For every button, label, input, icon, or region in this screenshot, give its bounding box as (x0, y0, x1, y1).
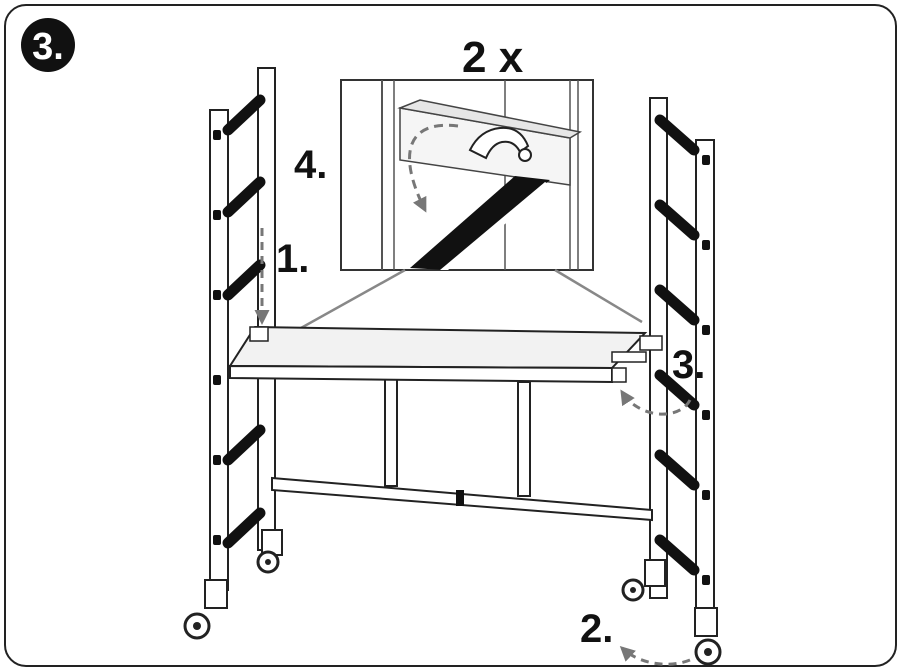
step-3-label: 3. (672, 343, 705, 387)
support-post (384, 377, 398, 487)
step-badge: 3. (21, 18, 75, 72)
left-ladder-frame (183, 67, 283, 640)
step-badge-label: 3. (32, 26, 64, 68)
right-ladder-frame (621, 97, 722, 666)
lower-crossbar (271, 476, 653, 522)
step-2-arrow (619, 645, 691, 666)
support-post (517, 381, 531, 497)
platform-hook (249, 326, 269, 342)
step-frame (4, 4, 897, 667)
step-4-label: 4. (294, 143, 327, 187)
guide-line-right (554, 268, 643, 324)
hook-down-arrow (408, 123, 459, 213)
step-1-label: 1. (276, 237, 309, 281)
detail-inset (340, 79, 594, 271)
quantity-label: 2 x (462, 33, 524, 82)
work-platform (228, 325, 663, 384)
platform-hook-rail (410, 176, 550, 270)
platform-hook (639, 335, 663, 351)
step-3-arrow (620, 389, 692, 416)
step-2-label: 2. (580, 607, 613, 651)
